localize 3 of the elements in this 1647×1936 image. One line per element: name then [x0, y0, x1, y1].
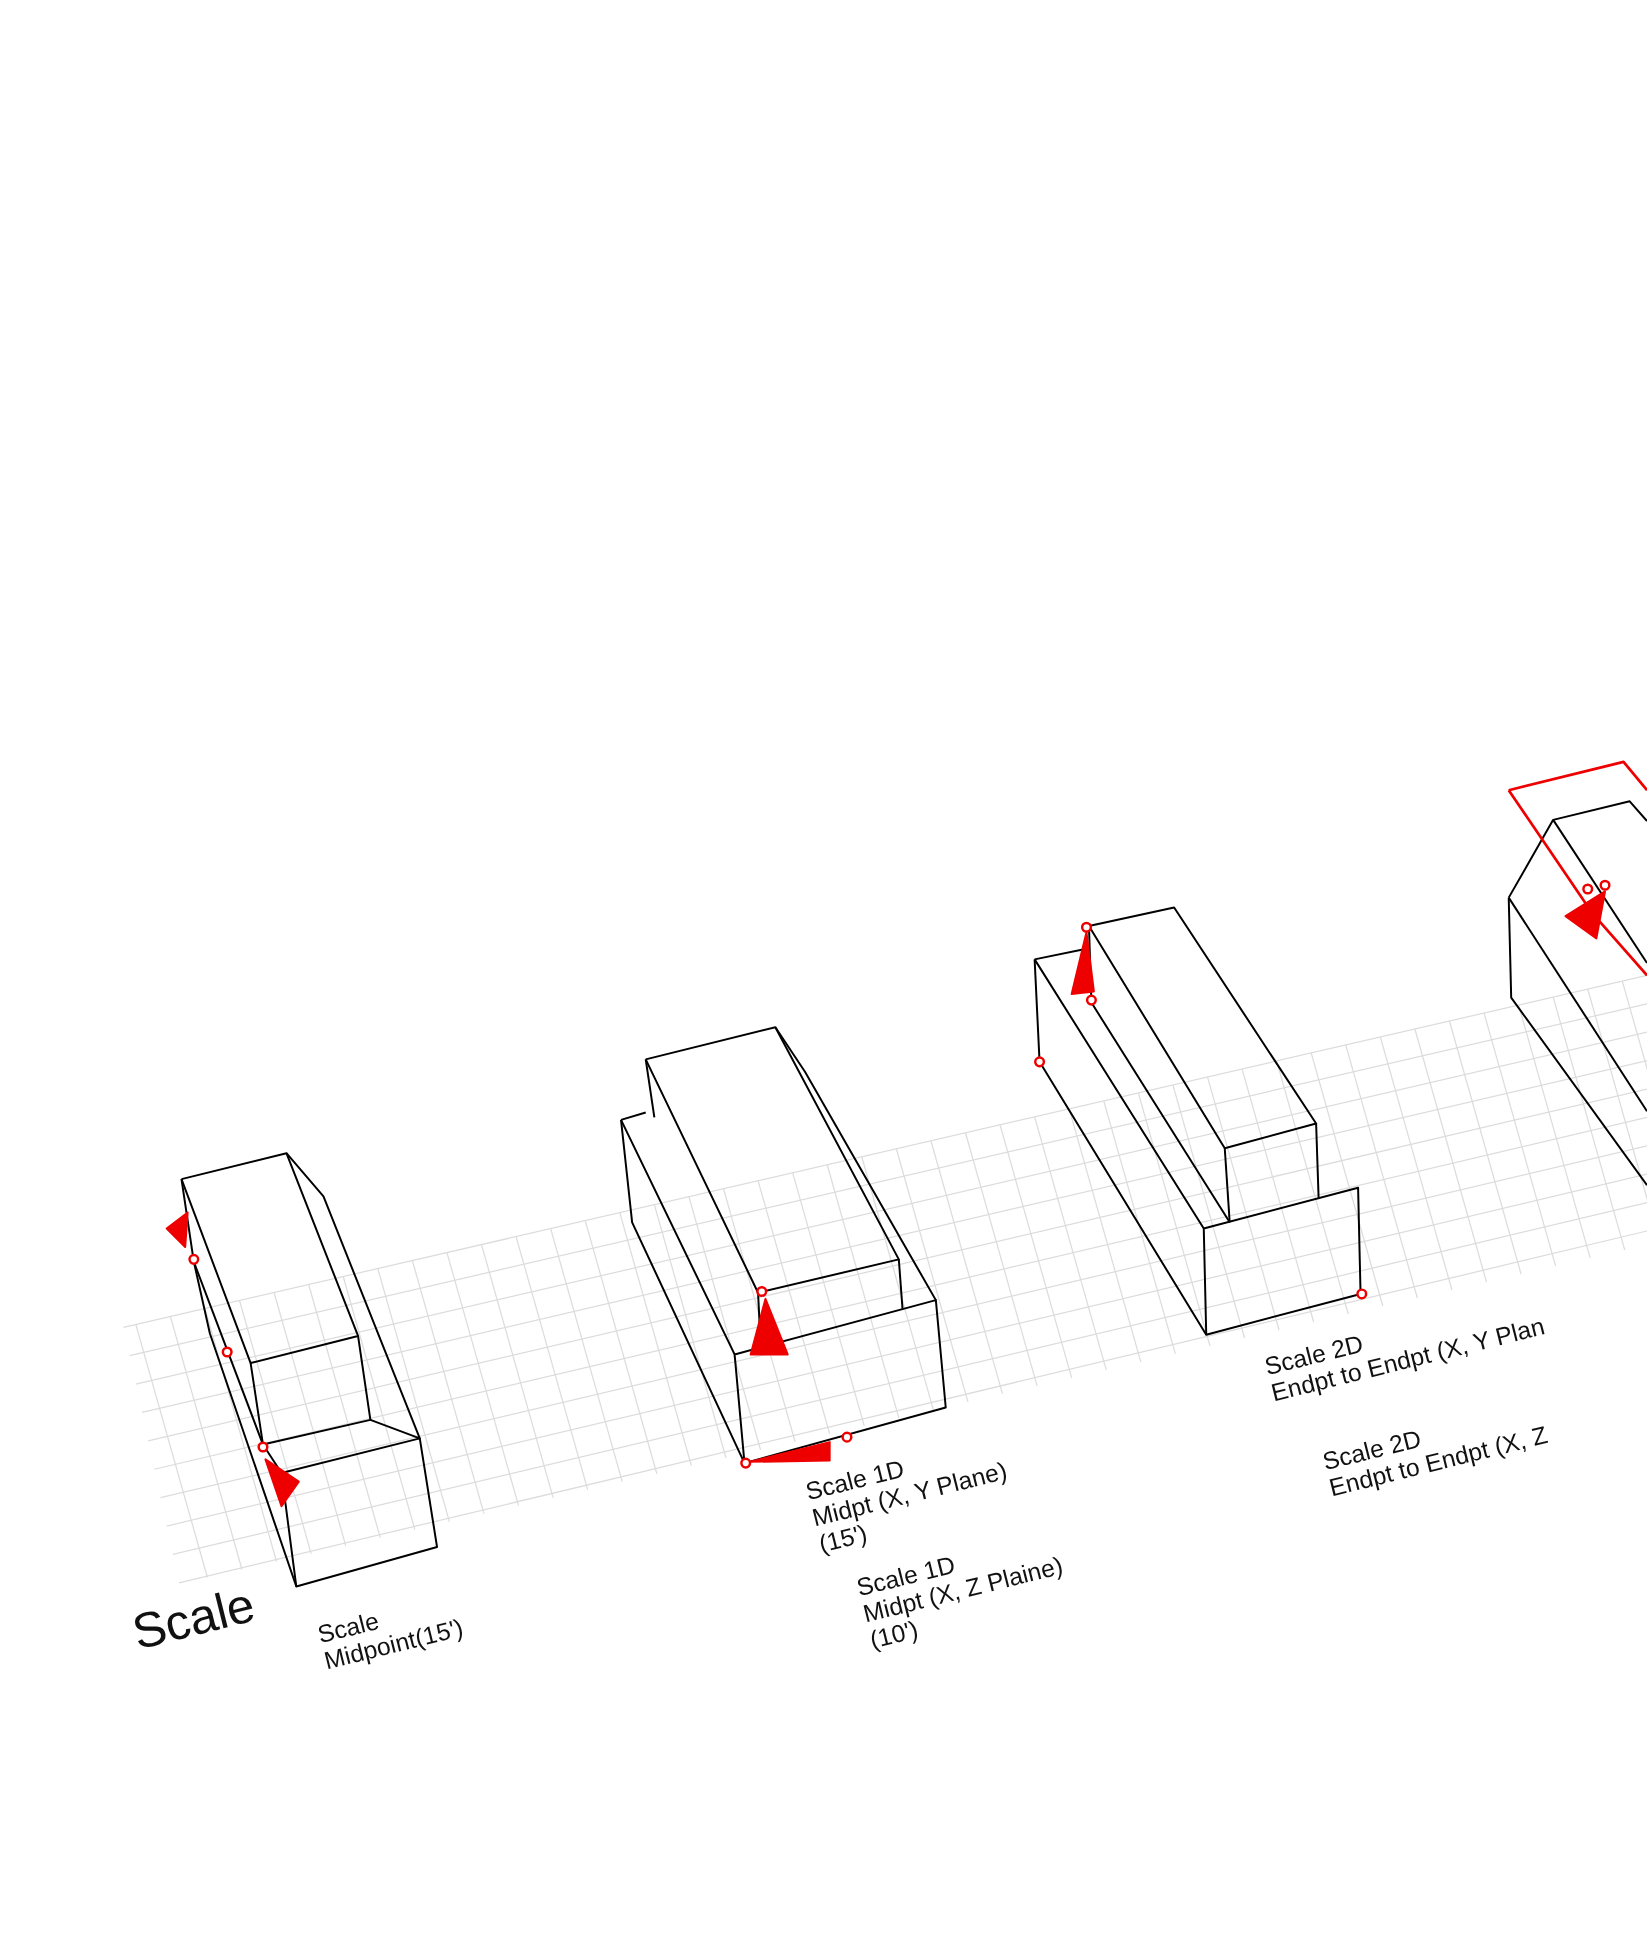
- drawing-caption: Scale 2D Endpt to Endpt (X, Y Plan: [1261, 1311, 1548, 1408]
- drawing-caption: Scale 2D Endpt to Endpt (X, Z: [1319, 1420, 1550, 1503]
- section-heading: Scale: [127, 1577, 261, 1661]
